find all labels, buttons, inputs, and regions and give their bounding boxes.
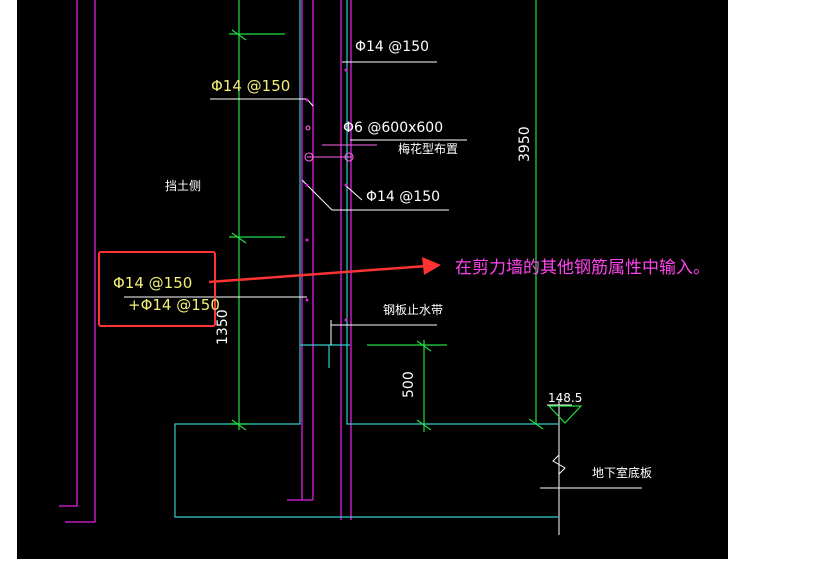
soil-side-label: 挡土侧 (165, 179, 202, 193)
boxed-rebar-line2: +Φ14 @150 (128, 296, 220, 314)
break-line (552, 454, 566, 475)
waterstop-label: 钢板止水带 (383, 303, 444, 317)
tie-layout-label: 梅花型布置 (398, 142, 459, 156)
boxed-rebar-line1: Φ14 @150 (113, 274, 193, 292)
elevation-marker (547, 405, 583, 424)
dimension-lines (229, 0, 544, 432)
cad-drawing-canvas (17, 0, 728, 559)
dimension-3950: 3950 (517, 126, 533, 162)
shear-wall-lines (287, 0, 352, 520)
rebar-label-top: Φ14 @150 (355, 39, 430, 55)
callout-arrow-shaft (208, 264, 428, 284)
concrete-outline (174, 0, 558, 518)
rebar-dots (305, 68, 348, 322)
callout-box (98, 251, 216, 327)
elevation-label: 148.5 (548, 391, 583, 405)
leader-lines (124, 61, 642, 535)
dimension-1350: 1350 (215, 309, 231, 345)
rebar-label-left: Φ14 @150 (211, 77, 291, 95)
instruction-note: 在剪力墙的其他钢筋属性中输入。 (455, 258, 710, 278)
callout-arrow-head (422, 257, 441, 275)
dimension-500: 500 (401, 371, 417, 398)
tie-bar-label: Φ6 @600x600 (343, 120, 444, 136)
outer-wall-lines (59, 0, 96, 523)
rebar-label-mid: Φ14 @150 (366, 189, 441, 205)
tie-bar-detail (304, 125, 377, 162)
basement-slab-label: 地下室底板 (592, 466, 653, 480)
